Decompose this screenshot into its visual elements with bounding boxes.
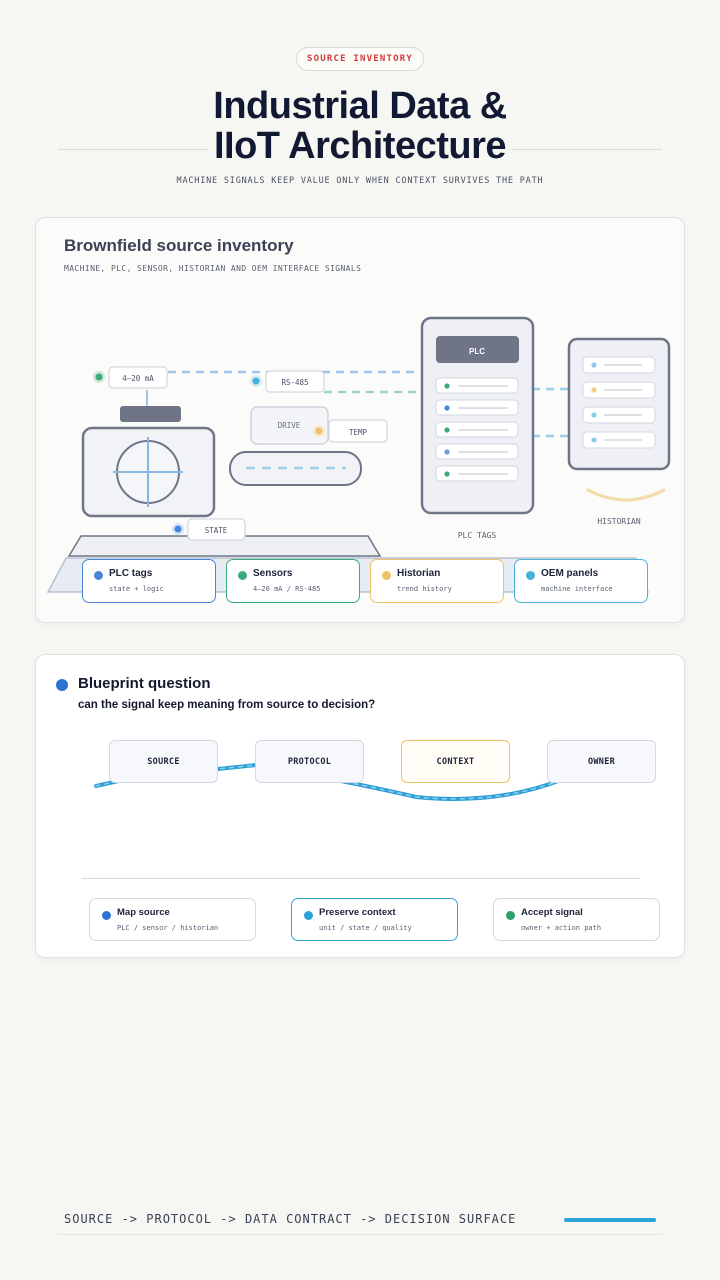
stage-context: CONTEXT: [401, 740, 510, 783]
step-preserve-context: Preserve context unit / state / quality: [291, 898, 458, 941]
legend-historian: Historian trend history: [370, 559, 504, 603]
historian-slot: [582, 381, 656, 399]
blueprint-dot: [56, 679, 68, 691]
plc-slot: [435, 421, 519, 438]
machine-base: [67, 535, 382, 557]
page-title-line-1: Industrial Data &: [207, 85, 513, 127]
step-accept-signal: Accept signal owner + action path: [493, 898, 660, 941]
page-title: Industrial Data & IIoT Architecture: [60, 85, 660, 167]
stage-owner: OWNER: [547, 740, 656, 783]
historian-trend-arc: [586, 488, 666, 502]
step-title: Accept signal: [521, 907, 583, 918]
page-subtitle: MACHINE SIGNALS KEEP VALUE ONLY WHEN CON…: [176, 176, 544, 186]
footer-divider: [58, 1234, 662, 1235]
plc-slot: [435, 399, 519, 416]
legend-oem-panels: OEM panels machine interface: [514, 559, 648, 603]
legend-title: OEM panels: [541, 568, 599, 579]
drive-box: [250, 406, 329, 445]
legend-dot: [382, 571, 391, 580]
historian-slot: [582, 356, 656, 374]
legend-subtitle: state + logic: [109, 585, 164, 593]
step-dot: [304, 911, 313, 920]
blueprint-question: can the signal keep meaning from source …: [78, 699, 376, 711]
temp-tag: [328, 419, 388, 443]
stage-protocol: PROTOCOL: [255, 740, 364, 783]
state-tag-label: STATE: [205, 526, 228, 535]
plc-header: [436, 336, 519, 363]
legend-title: Historian: [397, 568, 441, 579]
footer-accent-bar: [564, 1218, 656, 1222]
legend-dot: [94, 571, 103, 580]
plc-caption: PLC TAGS: [458, 531, 497, 540]
kicker-badge: SOURCE INVENTORY: [296, 47, 424, 71]
historian-slot: [582, 406, 656, 424]
step-map-source: Map source PLC / sensor / historian: [89, 898, 256, 941]
stage-source: SOURCE: [109, 740, 218, 783]
drive-label: DRIVE: [278, 421, 301, 430]
inventory-diagram: 4–20 mA STATE RS-485 DRIVE TEMP PLC: [46, 316, 671, 593]
legend-title: Sensors: [253, 568, 293, 579]
step-subtitle: owner + action path: [521, 924, 602, 932]
plc-slot: [435, 465, 519, 482]
plc-slot: [435, 377, 519, 394]
source-inventory-card: Brownfield source inventory MACHINE, PLC…: [35, 217, 685, 623]
blueprint-card: Blueprint question can the signal keep m…: [35, 654, 685, 958]
historian-slot: [582, 431, 656, 449]
legend-plc-tags: PLC tags state + logic: [82, 559, 216, 603]
legend-subtitle: trend history: [397, 585, 452, 593]
inventory-subtitle: MACHINE, PLC, SENSOR, HISTORIAN AND OEM …: [64, 264, 362, 273]
step-dot: [102, 911, 111, 920]
plc-slot: [435, 443, 519, 460]
plc-header-label: PLC: [469, 347, 485, 356]
step-dot: [506, 911, 515, 920]
legend-dot: [526, 571, 535, 580]
step-title: Map source: [117, 907, 170, 918]
historian-caption: HISTORIAN: [597, 517, 641, 526]
legend-dot: [238, 571, 247, 580]
legend-sensors: Sensors 4–20 mA / RS-485: [226, 559, 360, 603]
machine-cap: [120, 406, 181, 422]
state-tag: [187, 518, 246, 541]
analog-tag: [108, 366, 168, 389]
step-title: Preserve context: [319, 907, 396, 918]
temp-tag-label: TEMP: [349, 428, 368, 437]
blueprint-title: Blueprint question: [78, 675, 211, 692]
analog-tag-label: 4–20 mA: [122, 374, 154, 383]
footer-path: SOURCE -> PROTOCOL -> DATA CONTRACT -> D…: [64, 1212, 517, 1226]
legend-subtitle: machine interface: [541, 585, 613, 593]
legend-subtitle: 4–20 mA / RS-485: [253, 585, 321, 593]
serial-tag-label: RS-485: [281, 378, 308, 387]
legend-title: PLC tags: [109, 568, 153, 579]
blueprint-divider: [82, 878, 640, 879]
serial-tag: [265, 370, 325, 393]
step-subtitle: PLC / sensor / historian: [117, 924, 219, 932]
step-subtitle: unit / state / quality: [319, 924, 412, 932]
page-title-line-2: IIoT Architecture: [207, 125, 513, 167]
inventory-title: Brownfield source inventory: [64, 236, 294, 255]
